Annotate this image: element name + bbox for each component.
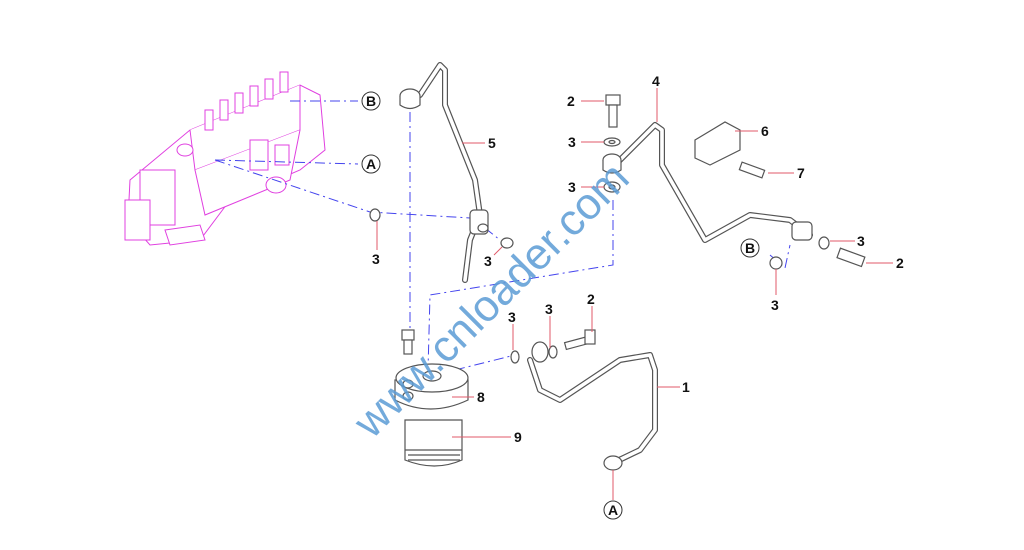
callout-pipe-5: 5 xyxy=(488,135,496,151)
ref-pump-a: A xyxy=(366,156,376,172)
callout-bolt-right: 2 xyxy=(896,255,904,271)
callout-pipe-4: 4 xyxy=(652,73,660,89)
callout-bolt-top: 2 xyxy=(567,93,575,109)
callout-clamp-bolt: 7 xyxy=(797,165,805,181)
callout-filter-head: 8 xyxy=(477,389,485,405)
pipe-1 xyxy=(527,341,658,471)
pipe-5 xyxy=(399,62,489,283)
callout-washer-pipe5: 3 xyxy=(484,253,492,269)
callout-washer-mid: 3 xyxy=(568,179,576,195)
pipe-4 xyxy=(602,122,813,243)
callout-washer-b: 3 xyxy=(771,297,779,313)
ref-right-b: B xyxy=(745,240,755,256)
callout-clamp: 6 xyxy=(761,123,769,139)
callout-washer-right: 3 xyxy=(857,233,865,249)
callout-pipe-1: 1 xyxy=(682,379,690,395)
callout-filter-element: 9 xyxy=(514,429,522,445)
callout-washer-top: 3 xyxy=(568,134,576,150)
ref-bottom-a: A xyxy=(608,502,618,518)
hardware xyxy=(369,94,866,364)
callout-washer-pump: 3 xyxy=(372,251,380,267)
callout-washer-filter-a: 3 xyxy=(545,301,553,317)
reference-markers: B A B A xyxy=(361,91,760,520)
callout-washer-filter-b: 3 xyxy=(508,309,516,325)
injection-pump xyxy=(124,71,326,246)
ref-pump-b: B xyxy=(366,93,376,109)
callouts: 2 3 4 5 3 6 7 3 3 3 2 3 2 3 3 1 8 9 xyxy=(372,73,904,445)
callout-bolt-filter: 2 xyxy=(587,291,595,307)
leader-lines xyxy=(376,88,893,500)
fuel-filter xyxy=(394,363,469,467)
